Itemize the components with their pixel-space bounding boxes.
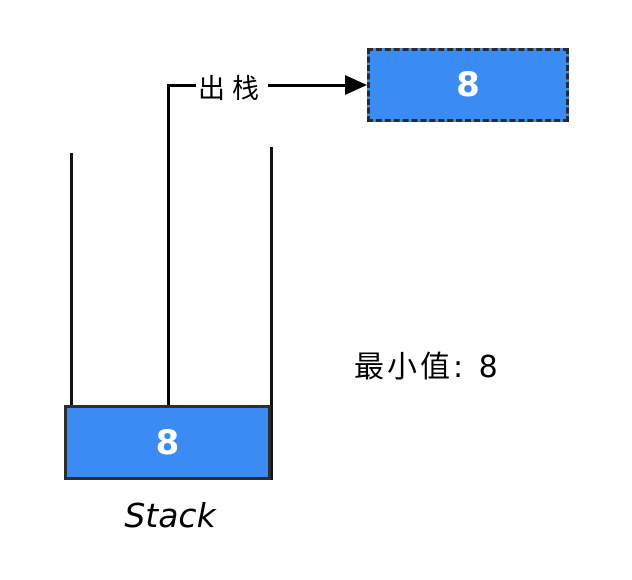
popped-element-box: 8 bbox=[367, 48, 569, 122]
pop-arrow-vertical-line bbox=[167, 85, 170, 407]
min-value-text: 最小值: 8 bbox=[354, 350, 501, 385]
popped-element-value: 8 bbox=[456, 65, 480, 105]
stack-element-box: 8 bbox=[64, 405, 271, 480]
stack-element-value: 8 bbox=[155, 422, 180, 463]
pop-arrow-head-icon bbox=[345, 75, 367, 95]
stack-wall-left bbox=[70, 153, 73, 480]
pop-arrow-label: 出栈 bbox=[196, 67, 268, 105]
stack-caption: Stack bbox=[124, 496, 216, 535]
stack-wall-right bbox=[270, 147, 273, 480]
